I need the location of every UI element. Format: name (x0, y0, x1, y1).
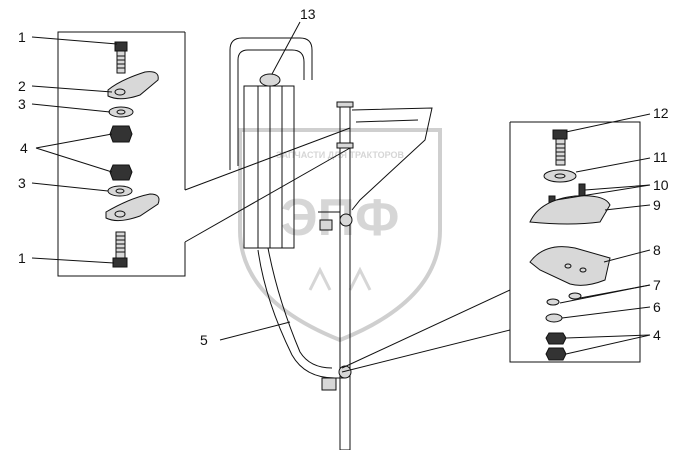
washer-7b (568, 292, 582, 300)
callout-4-right: 4 (653, 327, 661, 343)
lock-plate-top (107, 71, 159, 100)
callout-1-top: 1 (18, 29, 26, 45)
central-mechanism (229, 37, 433, 450)
callout-2: 2 (18, 78, 26, 94)
callout-6: 6 (653, 299, 661, 315)
nut-4b (545, 347, 567, 361)
nut-4a (545, 332, 567, 345)
washer-11 (543, 169, 577, 183)
nut-top (109, 125, 133, 143)
callout-9: 9 (653, 197, 661, 213)
callout-3-lower: 3 (18, 175, 26, 191)
lock-plate-lower (105, 193, 160, 222)
washer-lower (107, 185, 133, 197)
bolt-lower (112, 231, 128, 268)
callout-1-lower: 1 (18, 250, 26, 266)
left-detail-box: 1 2 3 4 3 1 (18, 29, 351, 277)
callout-12: 12 (653, 105, 669, 121)
callout-10: 10 (653, 177, 669, 193)
bolt-12-head (552, 129, 568, 140)
right-detail-box: 12 11 10 9 8 7 6 4 (341, 105, 669, 373)
clamp-9 (529, 195, 611, 225)
callout-13: 13 (300, 6, 316, 22)
callout-11: 11 (653, 149, 668, 165)
washer-top (108, 106, 134, 118)
callout-3-top: 3 (18, 96, 26, 112)
washer-6 (545, 313, 563, 323)
callout-7: 7 (653, 277, 661, 293)
nut-lower (109, 164, 133, 181)
bolt-top (114, 41, 128, 74)
callout-4-left: 4 (20, 140, 28, 156)
callout-8: 8 (653, 242, 661, 258)
callout-5: 5 (200, 332, 208, 348)
bracket-8 (529, 246, 611, 286)
washer-7a (546, 298, 560, 306)
